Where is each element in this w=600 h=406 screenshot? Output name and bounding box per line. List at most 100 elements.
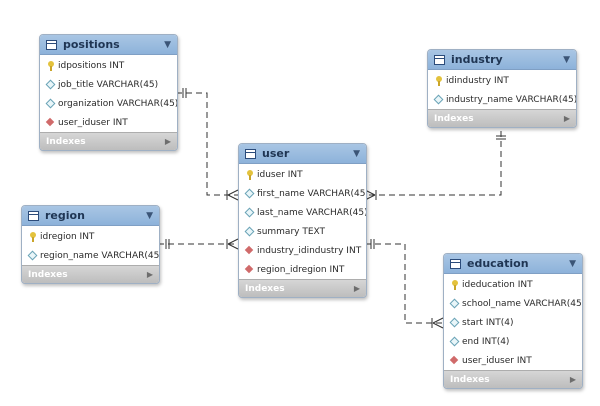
- column-row[interactable]: industry_idindustry INT: [239, 241, 366, 260]
- diamond-icon: [450, 337, 459, 346]
- diamond-icon: [46, 80, 55, 89]
- triangle-right-icon[interactable]: ▶: [563, 114, 570, 123]
- table-name: region: [45, 209, 85, 222]
- table-header[interactable]: education ▼: [444, 254, 582, 274]
- column-row[interactable]: region_idregion INT: [239, 260, 366, 279]
- table-icon: [434, 54, 445, 65]
- column-label: summary TEXT: [257, 226, 326, 237]
- red-diamond-icon: [450, 356, 459, 365]
- diamond-icon: [450, 318, 459, 327]
- column-label: first_name VARCHAR(45): [257, 188, 367, 199]
- diamond-icon: [434, 95, 443, 104]
- column-label: idregion INT: [40, 231, 95, 242]
- indexes-bar[interactable]: Indexes ▶: [239, 279, 366, 297]
- column-label: job_title VARCHAR(45): [58, 79, 159, 90]
- column-row[interactable]: start INT(4): [444, 313, 582, 332]
- column-row[interactable]: organization VARCHAR(45): [40, 94, 177, 113]
- indexes-label: Indexes: [434, 113, 474, 124]
- table-header[interactable]: user ▼: [239, 144, 366, 164]
- indexes-bar[interactable]: Indexes ▶: [444, 370, 582, 388]
- triangle-right-icon[interactable]: ▶: [164, 137, 171, 146]
- column-row[interactable]: iduser INT: [239, 165, 366, 184]
- column-row[interactable]: user_iduser INT: [444, 351, 582, 370]
- indexes-label: Indexes: [46, 136, 86, 147]
- column-label: region_name VARCHAR(45): [40, 250, 160, 261]
- red-diamond-icon: [245, 246, 254, 255]
- table-header[interactable]: region ▼: [22, 206, 159, 226]
- column-row[interactable]: industry_name VARCHAR(45): [428, 90, 576, 109]
- table-icon: [28, 210, 39, 221]
- column-label: industry_idindustry INT: [257, 245, 362, 256]
- column-label: idindustry INT: [446, 75, 509, 86]
- column-row[interactable]: idpositions INT: [40, 56, 177, 75]
- column-label: end INT(4): [462, 336, 510, 347]
- column-label: organization VARCHAR(45): [58, 98, 178, 109]
- table-icon: [46, 39, 57, 50]
- column-label: ideducation INT: [462, 279, 533, 290]
- indexes-bar[interactable]: Indexes ▶: [428, 109, 576, 127]
- key-icon: [436, 75, 442, 86]
- column-row[interactable]: end INT(4): [444, 332, 582, 351]
- diamond-icon: [245, 227, 254, 236]
- column-label: start INT(4): [462, 317, 514, 328]
- column-label: user_iduser INT: [58, 117, 128, 128]
- diamond-icon: [450, 299, 459, 308]
- column-row[interactable]: last_name VARCHAR(45): [239, 203, 366, 222]
- table-industry[interactable]: industry ▼ idindustry INT industry_name …: [427, 49, 577, 128]
- column-row[interactable]: first_name VARCHAR(45): [239, 184, 366, 203]
- red-diamond-icon: [245, 265, 254, 274]
- red-diamond-icon: [46, 118, 55, 127]
- chevron-down-icon[interactable]: ▼: [146, 210, 153, 221]
- indexes-bar[interactable]: Indexes ▶: [40, 132, 177, 150]
- key-icon: [452, 279, 458, 290]
- column-label: school_name VARCHAR(45): [462, 298, 583, 309]
- column-label: idpositions INT: [58, 60, 125, 71]
- chevron-down-icon[interactable]: ▼: [569, 258, 576, 269]
- table-name: user: [262, 147, 290, 160]
- key-icon: [30, 231, 36, 242]
- chevron-down-icon[interactable]: ▼: [164, 39, 171, 50]
- table-positions[interactable]: positions ▼ idpositions INT job_title VA…: [39, 34, 178, 151]
- table-region[interactable]: region ▼ idregion INT region_name VARCHA…: [21, 205, 160, 284]
- indexes-bar[interactable]: Indexes ▶: [22, 265, 159, 283]
- triangle-right-icon[interactable]: ▶: [146, 270, 153, 279]
- indexes-label: Indexes: [245, 283, 285, 294]
- column-label: user_iduser INT: [462, 355, 532, 366]
- column-row[interactable]: user_iduser INT: [40, 113, 177, 132]
- connector-user-education: [365, 243, 443, 324]
- table-header[interactable]: industry ▼: [428, 50, 576, 70]
- triangle-right-icon[interactable]: ▶: [569, 375, 576, 384]
- chevron-down-icon[interactable]: ▼: [353, 148, 360, 159]
- column-row[interactable]: region_name VARCHAR(45): [22, 246, 159, 265]
- column-label: last_name VARCHAR(45): [257, 207, 367, 218]
- table-user[interactable]: user ▼ iduser INT first_name VARCHAR(45)…: [238, 143, 367, 298]
- column-row[interactable]: ideducation INT: [444, 275, 582, 294]
- table-name: industry: [451, 53, 503, 66]
- table-header[interactable]: positions ▼: [40, 35, 177, 55]
- column-label: iduser INT: [257, 169, 303, 180]
- column-row[interactable]: school_name VARCHAR(45): [444, 294, 582, 313]
- chevron-down-icon[interactable]: ▼: [563, 54, 570, 65]
- column-row[interactable]: idindustry INT: [428, 71, 576, 90]
- table-icon: [450, 258, 461, 269]
- diamond-icon: [28, 251, 37, 260]
- table-icon: [245, 148, 256, 159]
- connector-positions-user: [176, 92, 238, 196]
- diamond-icon: [245, 189, 254, 198]
- connector-industry-user: [365, 131, 502, 196]
- table-name: positions: [63, 38, 120, 51]
- column-row[interactable]: idregion INT: [22, 227, 159, 246]
- diamond-icon: [245, 208, 254, 217]
- column-row[interactable]: job_title VARCHAR(45): [40, 75, 177, 94]
- diamond-icon: [46, 99, 55, 108]
- triangle-right-icon[interactable]: ▶: [353, 284, 360, 293]
- table-name: education: [467, 257, 529, 270]
- indexes-label: Indexes: [28, 269, 68, 280]
- key-icon: [48, 60, 54, 71]
- column-row[interactable]: summary TEXT: [239, 222, 366, 241]
- table-education[interactable]: education ▼ ideducation INT school_name …: [443, 253, 583, 389]
- indexes-label: Indexes: [450, 374, 490, 385]
- column-label: region_idregion INT: [257, 264, 345, 275]
- key-icon: [247, 169, 253, 180]
